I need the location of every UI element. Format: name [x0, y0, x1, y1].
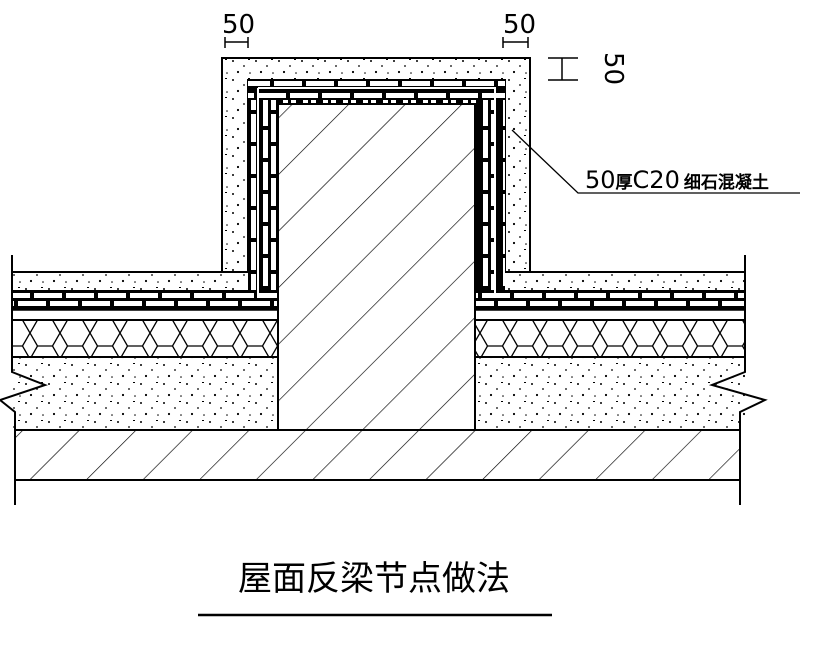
dimension-right: 50	[502, 10, 536, 48]
dimension-left: 50	[222, 10, 255, 48]
dimension-top: 50	[548, 52, 628, 85]
dimension-top-text: 50	[598, 52, 628, 85]
upturned-beam	[277, 103, 476, 431]
dimension-left-text: 50	[222, 10, 255, 40]
c20-fine-aggregate-concrete-cover	[221, 57, 531, 298]
dimension-right-text: 50	[503, 10, 536, 40]
break-lines	[0, 255, 768, 430]
structural-slab	[14, 429, 741, 505]
drawing-title: 屋面反梁节点做法	[238, 559, 510, 599]
